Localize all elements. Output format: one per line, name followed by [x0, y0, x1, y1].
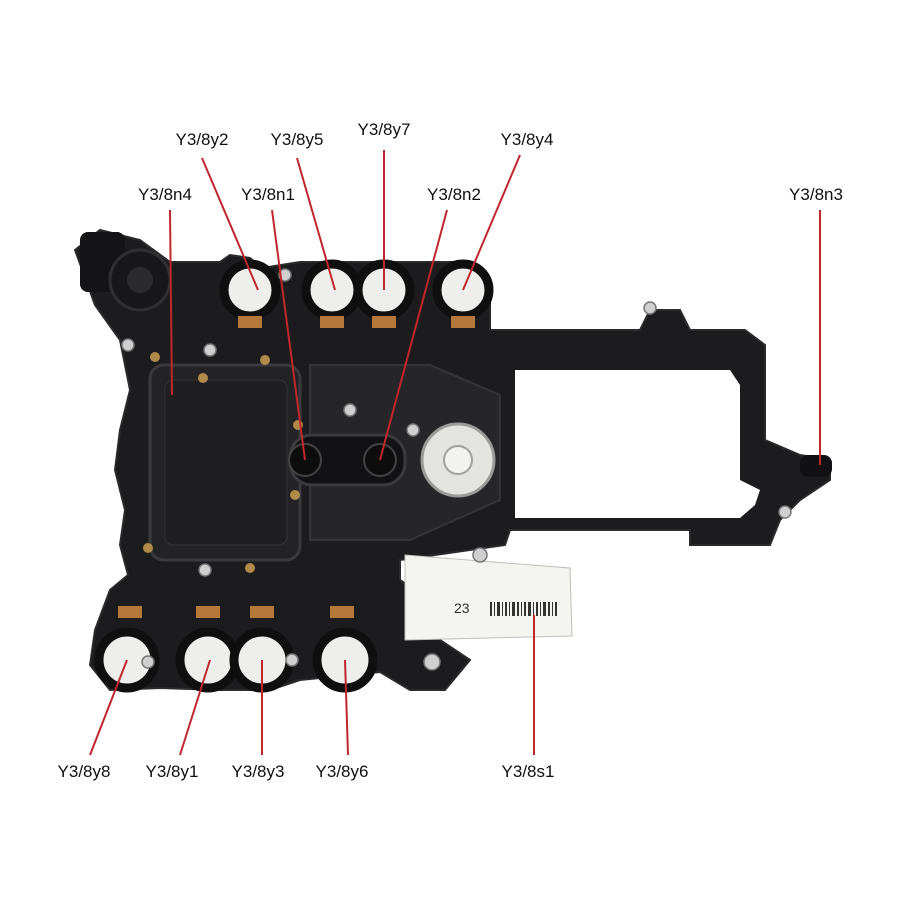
label-y3-8n3: Y3/8n3 [789, 185, 843, 204]
label-y3-8n4: Y3/8n4 [138, 185, 192, 204]
speed-sensor-y3-8n3 [800, 455, 832, 477]
label-y3-8y6: Y3/8y6 [315, 762, 369, 781]
label-y3-8y7: Y3/8y7 [357, 120, 411, 139]
label-y3-8n2: Y3/8n2 [427, 185, 481, 204]
label-y3-8y8: Y3/8y8 [57, 762, 111, 781]
leader-line-y3-8y6 [344, 659, 349, 756]
leader-line-y3-8n2 [379, 209, 448, 461]
label-y3-8y4: Y3/8y4 [500, 130, 554, 149]
selector-sticker-code: 23 [454, 600, 470, 616]
leader-line-y3-8n4 [169, 209, 173, 396]
leader-line-y3-8n1 [271, 209, 306, 461]
frame-window [515, 370, 760, 518]
module-inner-panel [164, 379, 288, 546]
solenoid-ring-y3-8y1 [175, 606, 241, 693]
label-y3-8y1: Y3/8y1 [145, 762, 199, 781]
solenoid-ring-y3-8y2 [219, 259, 281, 328]
label-y3-8s1: Y3/8s1 [501, 762, 555, 781]
leader-line-y3-8y5 [296, 157, 336, 291]
barcode [490, 602, 557, 616]
label-y3-8y2: Y3/8y2 [175, 130, 229, 149]
range-selector-module [404, 554, 573, 641]
label-y3-8n1: Y3/8n1 [241, 185, 295, 204]
leader-line-y3-8y1 [179, 659, 211, 756]
label-y3-8y5: Y3/8y5 [270, 130, 324, 149]
label-y3-8y3: Y3/8y3 [231, 762, 285, 781]
leader-line-y3-8y4 [462, 154, 521, 291]
rotary-connector [80, 232, 172, 312]
screws [121, 268, 792, 671]
white-pressure-damper [420, 422, 496, 498]
leader-line-y3-8y2 [201, 157, 259, 291]
speed-sensor-housing [288, 433, 407, 487]
leader-line-y3-8y8 [89, 659, 128, 756]
